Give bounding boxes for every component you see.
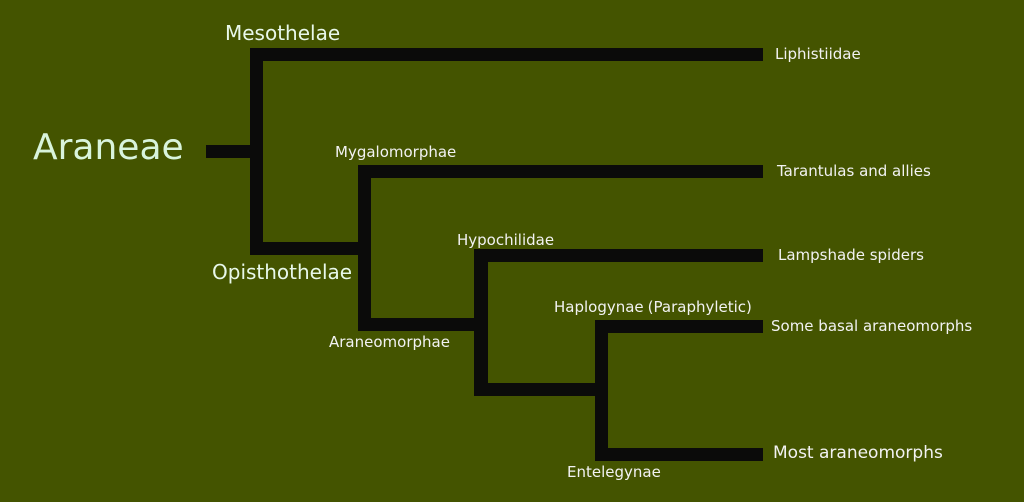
clade-label-entelegynae: Entelegynae xyxy=(567,463,661,481)
clade-label-mesothelae: Mesothelae xyxy=(225,21,341,45)
clade-label-opisthothelae: Opisthothelae xyxy=(212,260,353,284)
leaf-label-basal-araneomorphs: Some basal araneomorphs xyxy=(771,317,973,335)
branch-inner xyxy=(474,383,608,396)
haplogynae-name: Haplogynae xyxy=(554,298,644,316)
leaf-label-most-araneomorphs: Most araneomorphs xyxy=(773,443,943,463)
clade-label-hypochilidae: Hypochilidae xyxy=(457,231,555,249)
branch-root-stem xyxy=(206,145,256,158)
branch-araneomorphae xyxy=(358,318,488,331)
branch-most-araneomorphs xyxy=(595,448,763,461)
clade-label-haplogynae: Haplogynae(Paraphyletic) xyxy=(554,300,752,315)
branch-opisthothelae xyxy=(250,242,371,255)
branch-opisthothelae-vertical xyxy=(358,165,371,331)
leaf-label-liphistiidae: Liphistiidae xyxy=(775,45,861,63)
haplogynae-note: (Paraphyletic) xyxy=(647,298,752,316)
branch-lampshade-spiders xyxy=(474,249,763,262)
branch-root-vertical xyxy=(250,48,263,255)
leaf-label-tarantulas: Tarantulas and allies xyxy=(777,162,931,180)
clade-label-araneomorphae: Araneomorphae xyxy=(329,333,450,351)
branch-araneomorphae-vertical xyxy=(474,249,488,396)
branch-inner-vertical xyxy=(595,320,608,461)
leaf-label-lampshade-spiders: Lampshade spiders xyxy=(778,246,924,264)
root-label: Araneae xyxy=(33,127,184,168)
clade-label-mygalomorphae: Mygalomorphae xyxy=(335,143,457,161)
branch-liphistiidae xyxy=(250,48,763,61)
branch-tarantulas xyxy=(358,165,763,178)
branch-basal-araneomorphs xyxy=(595,320,763,333)
